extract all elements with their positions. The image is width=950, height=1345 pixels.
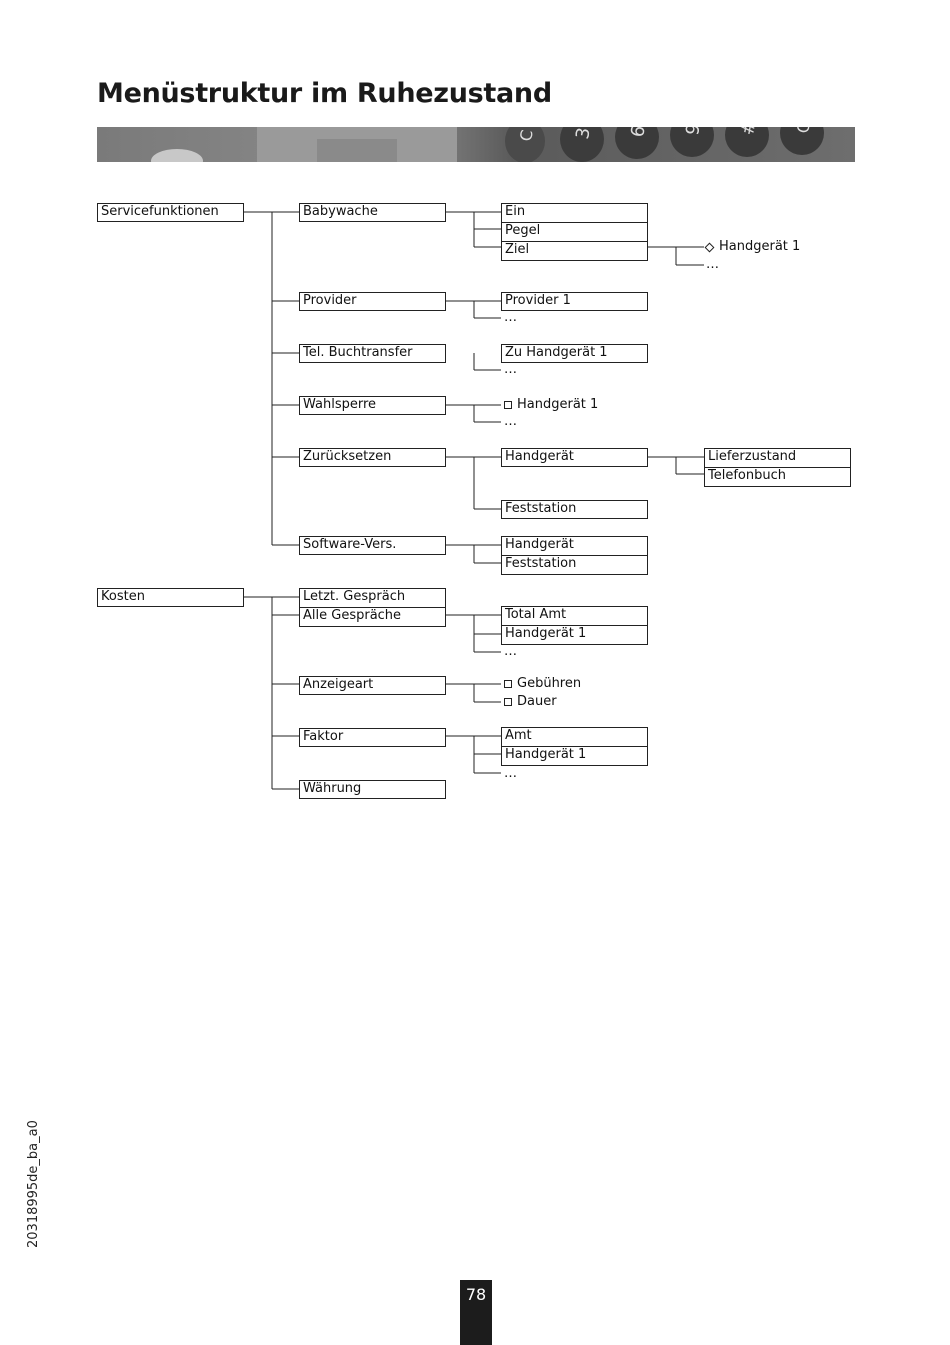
ziel-more: …	[706, 257, 719, 272]
faktor-more: …	[504, 766, 517, 781]
svg-text:6: 6	[627, 127, 650, 139]
menu-faktor: Faktor	[299, 728, 446, 747]
svg-text:#: #	[737, 127, 760, 137]
ziel-handgeraet-label: Handgerät 1	[719, 239, 801, 254]
menu-servicefunktionen: Servicefunktionen	[97, 203, 244, 222]
option-lieferzustand: Lieferzustand	[705, 449, 850, 468]
svg-text:3: 3	[572, 127, 595, 141]
option-provider-1: Provider 1	[501, 292, 648, 311]
option-faktor-handgeraet-1: Handgerät 1	[505, 747, 587, 762]
menu-buchtransfer: Tel. Buchtransfer	[299, 344, 446, 363]
wahlsperre-handgeraet-item: Handgerät 1	[504, 397, 598, 413]
menu-zuruecksetzen: Zurücksetzen	[299, 448, 446, 467]
wahlsperre-handgeraet-label: Handgerät 1	[517, 397, 599, 412]
menu-software-version: Software-Vers.	[299, 536, 446, 555]
option-software-handgeraet: Handgerät	[502, 537, 647, 556]
anzeigeart-gebuehren: Gebühren	[504, 676, 581, 692]
faktor-options: Amt Handgerät 1	[501, 727, 648, 766]
menu-waehrung: Währung	[299, 780, 446, 799]
babywache-options: Ein Pegel Ziel	[501, 203, 648, 261]
ziel-handgeraet-item: Handgerät 1	[704, 239, 801, 255]
zuruecksetzen-feststation: Feststation	[501, 500, 648, 519]
option-software-feststation: Feststation	[505, 556, 577, 571]
document-code: 20318995de_ba_a0	[26, 1120, 41, 1248]
svg-text:O: O	[793, 127, 814, 135]
option-alle-handgeraet-1: Handgerät 1	[505, 626, 587, 641]
menu-provider: Provider	[299, 292, 446, 311]
menu-babywache: Babywache	[299, 203, 446, 222]
dauer-label: Dauer	[517, 694, 557, 709]
wahlsperre-more: …	[504, 414, 517, 429]
checkbox-icon	[504, 698, 512, 706]
buchtransfer-more: …	[504, 362, 517, 377]
menu-alle-gespraeche: Alle Gespräche	[303, 608, 402, 623]
option-ziel: Ziel	[505, 242, 530, 257]
page-number: 78	[460, 1280, 492, 1345]
page-title: Menüstruktur im Ruhezustand	[97, 78, 552, 109]
option-telefonbuch: Telefonbuch	[708, 468, 786, 483]
software-options: Handgerät Feststation	[501, 536, 648, 575]
phone-keypad-photo: C 3 6 9 # O	[97, 127, 855, 162]
zuruecksetzen-handgeraet: Handgerät	[501, 448, 648, 467]
menu-anzeigeart: Anzeigeart	[299, 676, 446, 695]
menu-wahlsperre: Wahlsperre	[299, 396, 446, 415]
anzeigeart-dauer: Dauer	[504, 694, 557, 710]
option-total-amt: Total Amt	[502, 607, 647, 626]
menu-kosten: Kosten	[97, 588, 244, 607]
option-pegel: Pegel	[502, 223, 647, 242]
menu-letzt-gespraech: Letzt. Gespräch	[300, 589, 445, 608]
checkbox-icon	[504, 680, 512, 688]
option-ein: Ein	[502, 204, 647, 223]
checkbox-icon	[504, 401, 512, 409]
alle-gespraeche-more: …	[504, 644, 517, 659]
gebuehren-label: Gebühren	[517, 676, 582, 691]
svg-text:9: 9	[682, 127, 705, 137]
svg-text:C: C	[516, 128, 537, 142]
menu-kosten-group: Letzt. Gespräch Alle Gespräche	[299, 588, 446, 627]
zuruecksetzen-handgeraet-options: Lieferzustand Telefonbuch	[704, 448, 851, 487]
provider-more: …	[504, 310, 517, 325]
diamond-icon	[704, 242, 715, 253]
alle-gespraeche-options: Total Amt Handgerät 1	[501, 606, 648, 645]
option-zu-handgeraet-1: Zu Handgerät 1	[501, 344, 648, 363]
option-amt: Amt	[502, 728, 647, 747]
